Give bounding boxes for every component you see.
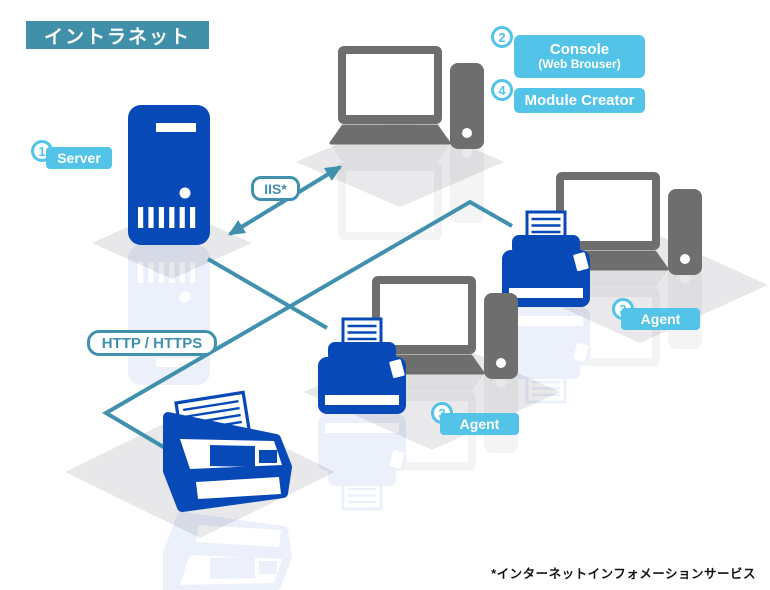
server-icon [128, 105, 210, 245]
http-protocol-label: HTTP / HTTPS [87, 330, 217, 356]
console-computer-icon [329, 44, 486, 151]
agent-middle-label: Agent [440, 413, 519, 435]
console-label: Console (Web Brouser) [514, 35, 645, 78]
network-printer-icon [168, 392, 287, 507]
server-label: Server [46, 147, 112, 169]
agent-right-label: Agent [621, 308, 700, 330]
console-label-line2: (Web Brouser) [538, 57, 621, 72]
step-number-module-creator: 4 [491, 79, 513, 101]
server-agent-middle-line [206, 257, 329, 330]
console-label-line1: Console [549, 40, 610, 58]
step-number-console: 2 [491, 26, 513, 48]
iis-footnote: *インターネットインフォメーションサービス [491, 567, 756, 581]
server-agents-http-line [102, 199, 513, 460]
iis-protocol-label: IIS* [251, 176, 300, 201]
diagram-title: イントラネット [26, 21, 209, 49]
module-creator-label: Module Creator [514, 88, 645, 113]
